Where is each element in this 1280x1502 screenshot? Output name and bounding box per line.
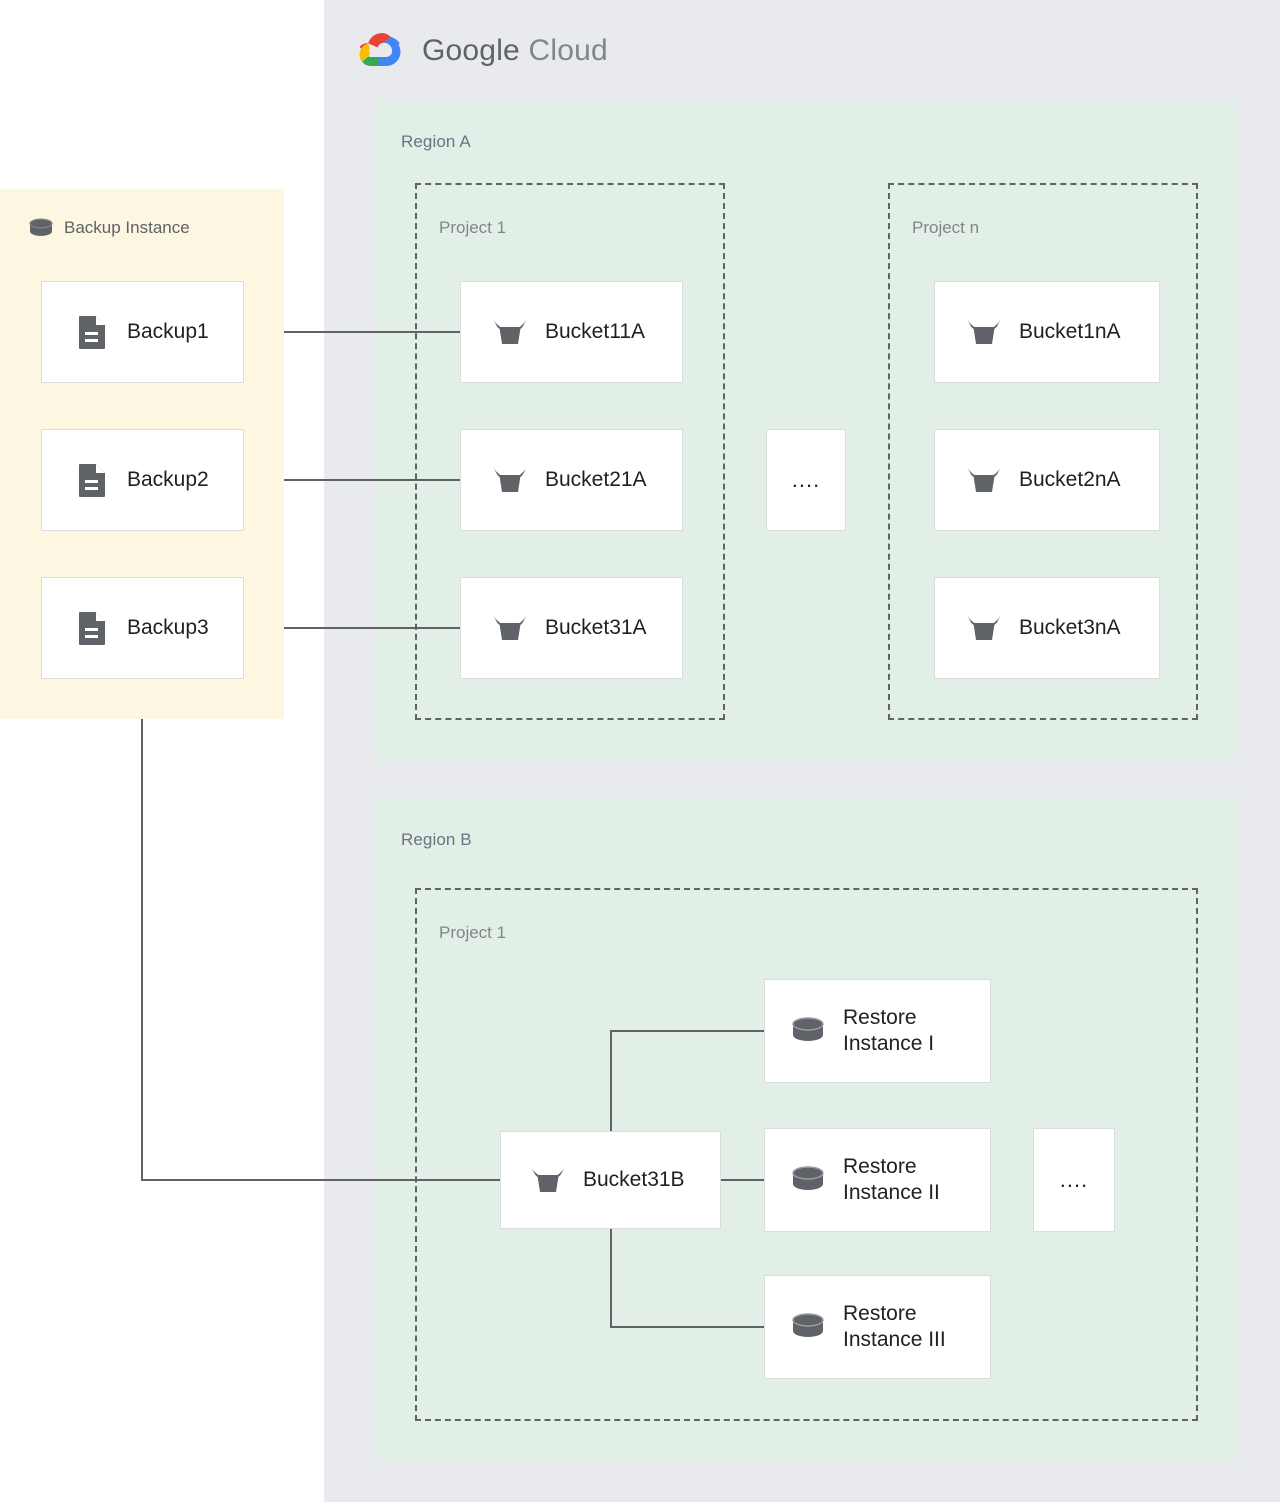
project-1-region-b-label: Project 1 xyxy=(439,923,507,942)
project-n-region-a-label: Project n xyxy=(912,218,980,237)
document-icon xyxy=(78,611,106,645)
card-bucket31a-label: Bucket31A xyxy=(545,615,647,639)
document-icon xyxy=(78,463,106,497)
database-cylinder-icon xyxy=(28,218,54,238)
card-restore-instance-ii[interactable]: Restore Instance II xyxy=(764,1128,991,1232)
card-bucket1na[interactable]: Bucket1nA xyxy=(934,281,1160,383)
storage-bucket-icon xyxy=(493,613,527,643)
ellipsis-box-region-b: .... xyxy=(1033,1128,1115,1232)
card-bucket11a-label: Bucket11A xyxy=(545,319,646,343)
card-bucket3na[interactable]: Bucket3nA xyxy=(934,577,1160,679)
wordmark-google: Google xyxy=(422,34,520,67)
card-backup2-label: Backup2 xyxy=(127,467,209,491)
document-icon xyxy=(78,315,106,349)
card-bucket2na-label: Bucket2nA xyxy=(1019,467,1121,491)
backup-instance-title: Backup Instance xyxy=(28,218,190,238)
card-bucket11a[interactable]: Bucket11A xyxy=(460,281,683,383)
ellipsis-box-region-a: .... xyxy=(766,429,846,531)
card-restore-instance-i[interactable]: Restore Instance I xyxy=(764,979,991,1083)
database-cylinder-icon xyxy=(789,1016,827,1046)
card-bucket21a[interactable]: Bucket21A xyxy=(460,429,683,531)
card-bucket3na-label: Bucket3nA xyxy=(1019,615,1121,639)
card-backup3[interactable]: Backup3 xyxy=(41,577,244,679)
google-cloud-wordmark: Google Cloud xyxy=(422,34,608,68)
card-backup3-label: Backup3 xyxy=(127,615,209,639)
card-backup1[interactable]: Backup1 xyxy=(41,281,244,383)
card-bucket31b[interactable]: Bucket31B xyxy=(500,1131,721,1229)
storage-bucket-icon xyxy=(531,1165,565,1195)
card-bucket21a-label: Bucket21A xyxy=(545,467,647,491)
card-backup2[interactable]: Backup2 xyxy=(41,429,244,531)
card-bucket31b-label: Bucket31B xyxy=(583,1167,685,1191)
storage-bucket-icon xyxy=(967,317,1001,347)
region-b-label: Region B xyxy=(401,830,472,849)
card-backup1-label: Backup1 xyxy=(127,319,209,343)
project-1-region-a-label: Project 1 xyxy=(439,218,507,237)
google-cloud-logo-icon xyxy=(356,30,408,72)
card-bucket31a[interactable]: Bucket31A xyxy=(460,577,683,679)
database-cylinder-icon xyxy=(789,1312,827,1342)
storage-bucket-icon xyxy=(493,317,527,347)
backup-instance-title-label: Backup Instance xyxy=(64,218,190,237)
project-1-region-a-container: Project 1 xyxy=(415,183,725,720)
storage-bucket-icon xyxy=(967,465,1001,495)
card-bucket1na-label: Bucket1nA xyxy=(1019,319,1121,343)
card-restore-instance-iii[interactable]: Restore Instance III xyxy=(764,1275,991,1379)
wordmark-cloud: Cloud xyxy=(528,34,608,67)
project-n-region-a-container: Project n xyxy=(888,183,1198,720)
database-cylinder-icon xyxy=(789,1165,827,1195)
card-restore-instance-iii-label: Restore Instance III xyxy=(843,1301,946,1351)
card-restore-instance-i-label: Restore Instance I xyxy=(843,1005,935,1055)
card-restore-instance-ii-label: Restore Instance II xyxy=(843,1154,940,1204)
storage-bucket-icon xyxy=(493,465,527,495)
region-a-label: Region A xyxy=(401,132,471,151)
storage-bucket-icon xyxy=(967,613,1001,643)
card-bucket2na[interactable]: Bucket2nA xyxy=(934,429,1160,531)
google-cloud-branding: Google Cloud xyxy=(356,30,608,72)
